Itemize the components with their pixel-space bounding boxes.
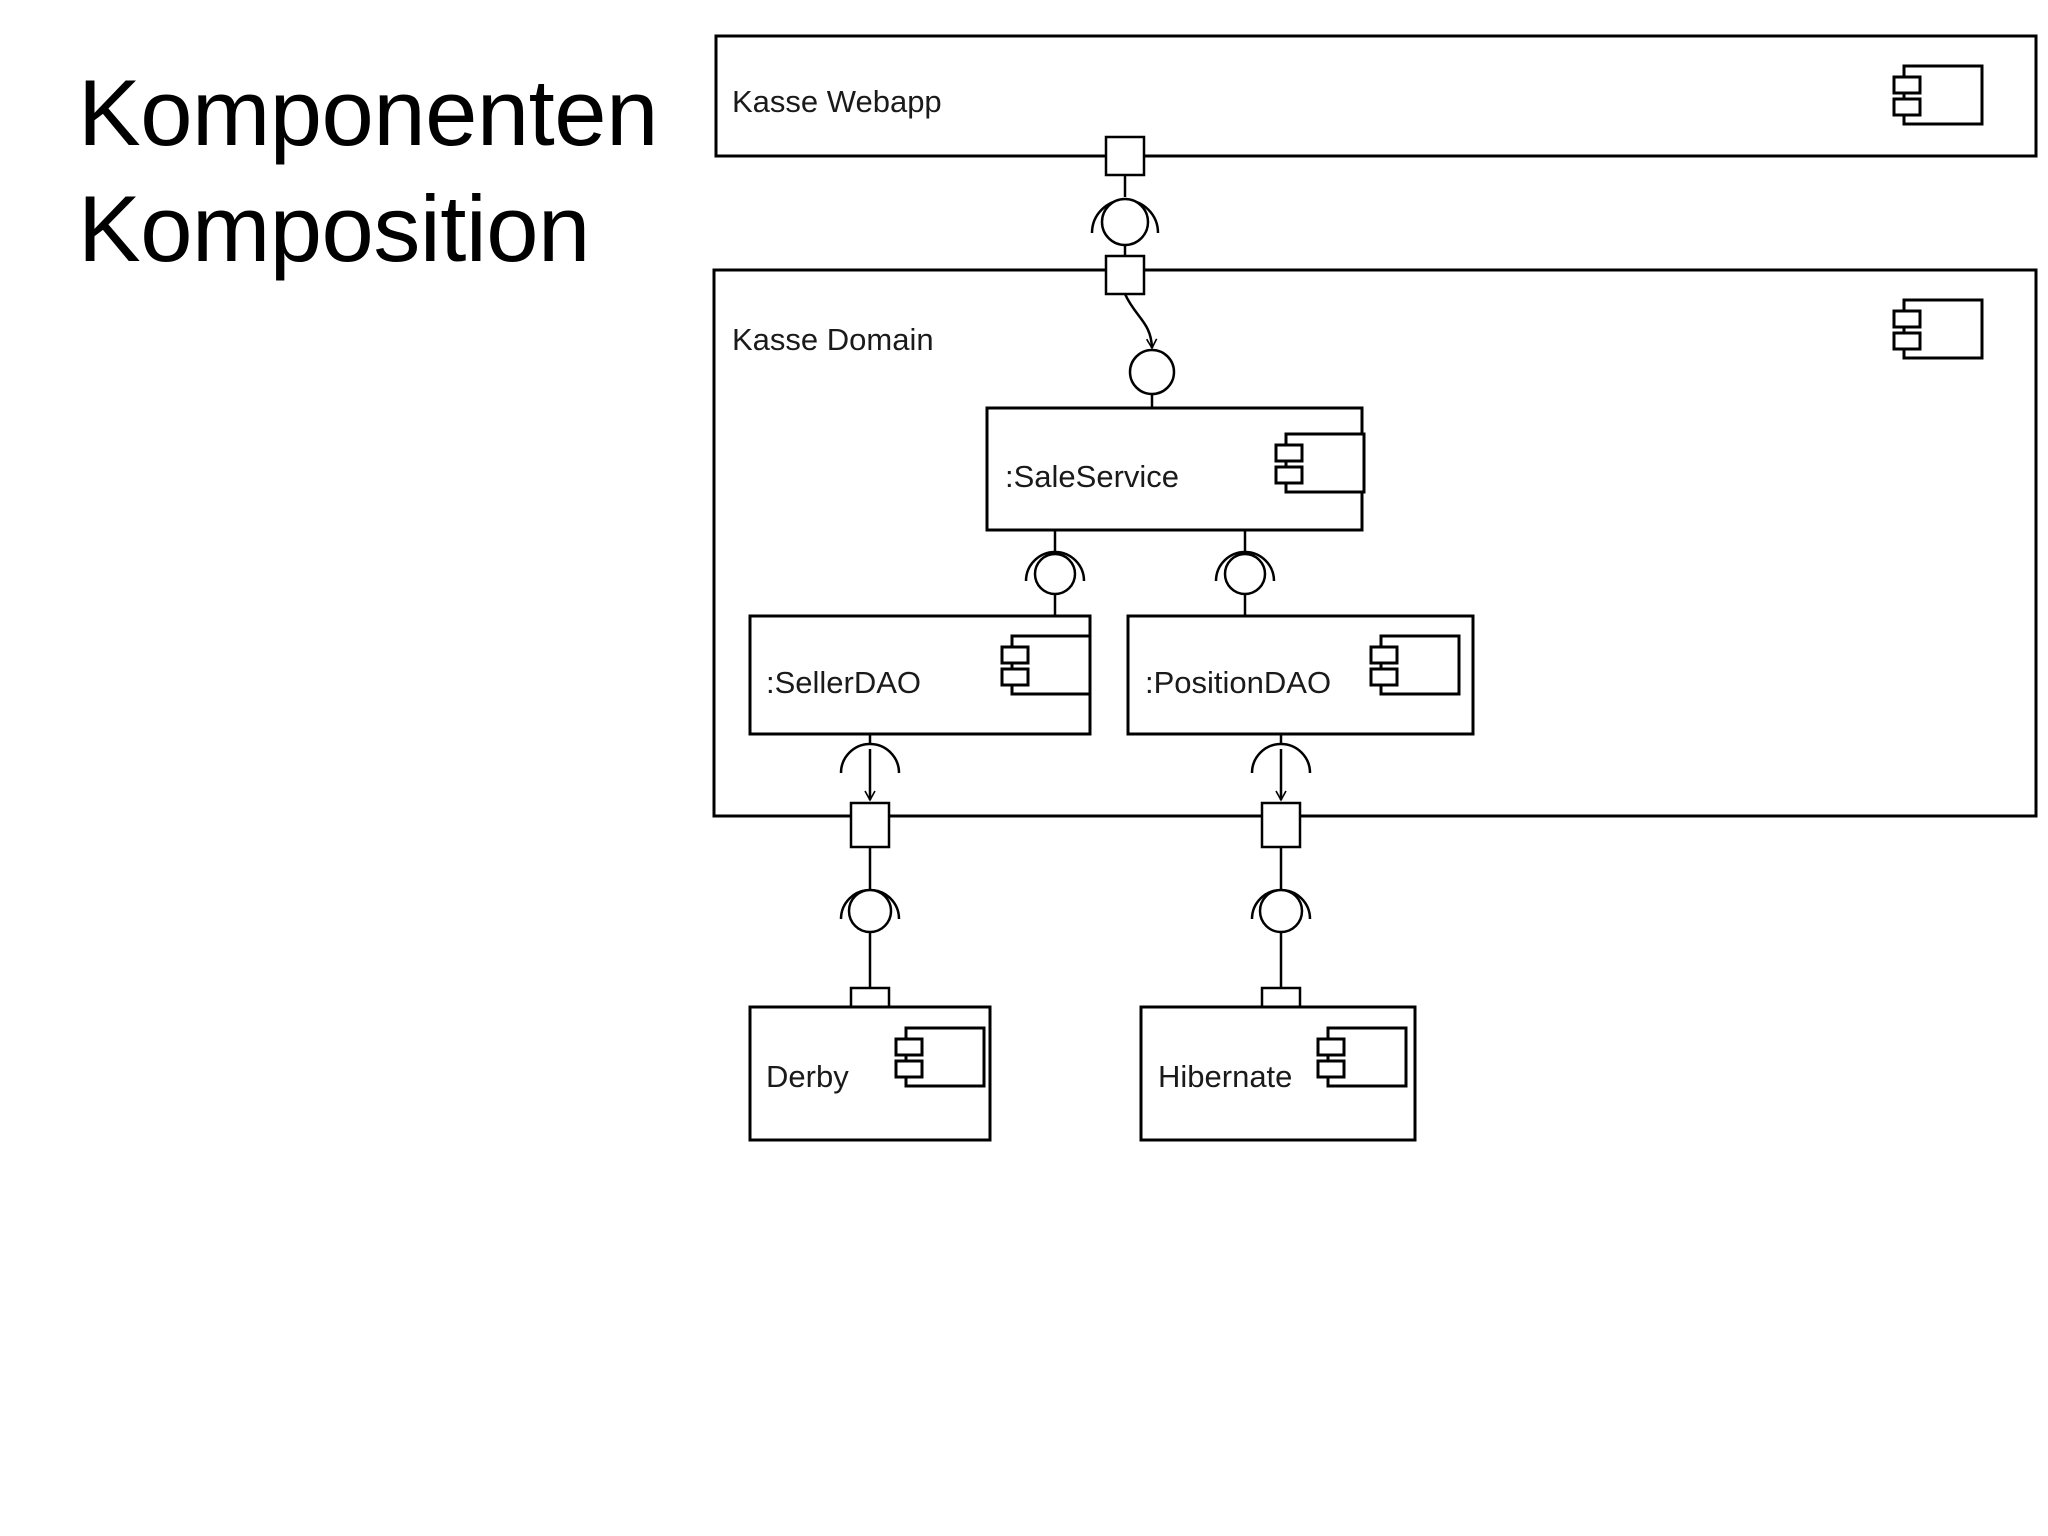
component-hibernate-label: Hibernate	[1158, 1059, 1292, 1094]
port-domain-bottom-left[interactable]	[849, 801, 891, 849]
component-hibernate[interactable]: Hibernate	[1139, 1005, 1417, 1142]
page-title: Komponenten Komposition	[78, 55, 678, 286]
connector-domain-port-to-hibernate	[1250, 847, 1312, 1030]
component-sale-service[interactable]: :SaleService	[985, 406, 1366, 532]
port-domain-bottom-right[interactable]	[1260, 801, 1302, 849]
port-webapp-bottom[interactable]	[1104, 135, 1146, 177]
component-icon	[1892, 298, 1984, 360]
title-line-2: Komposition	[78, 175, 590, 281]
component-icon	[1892, 64, 1984, 126]
connector-saleservice-to-positiondao	[1214, 530, 1276, 616]
component-seller-dao[interactable]: :SellerDAO	[748, 614, 1092, 736]
connector-webapp-to-domain	[1090, 135, 1160, 296]
component-position-dao-label: :PositionDAO	[1145, 665, 1331, 700]
component-sale-service-label: :SaleService	[1005, 459, 1179, 494]
component-kasse-webapp-label: Kasse Webapp	[732, 84, 942, 119]
provided-interface-ball	[1128, 348, 1176, 396]
connector-domain-port-to-derby	[839, 847, 901, 1030]
component-position-dao[interactable]: :PositionDAO	[1126, 614, 1475, 736]
connector-saleservice-to-sellerdao	[1024, 530, 1086, 616]
component-derby-label: Derby	[766, 1059, 849, 1094]
component-icon	[894, 1026, 986, 1088]
component-seller-dao-label: :SellerDAO	[766, 665, 921, 700]
component-icon	[1316, 1026, 1408, 1088]
port-domain-top[interactable]	[1104, 254, 1146, 296]
title-line-1: Komponenten	[78, 60, 658, 165]
component-kasse-webapp-box[interactable]	[714, 34, 2038, 158]
component-kasse-webapp[interactable]: Kasse Webapp	[714, 34, 2038, 158]
component-icon	[1000, 634, 1092, 696]
component-icon	[1274, 432, 1366, 494]
connector-sellerdao-to-domain-port	[839, 734, 901, 849]
component-kasse-domain-label: Kasse Domain	[732, 322, 934, 357]
connector-domain-port-to-saleservice	[1123, 293, 1176, 408]
component-derby[interactable]: Derby	[748, 1005, 992, 1142]
component-icon	[1369, 634, 1461, 696]
